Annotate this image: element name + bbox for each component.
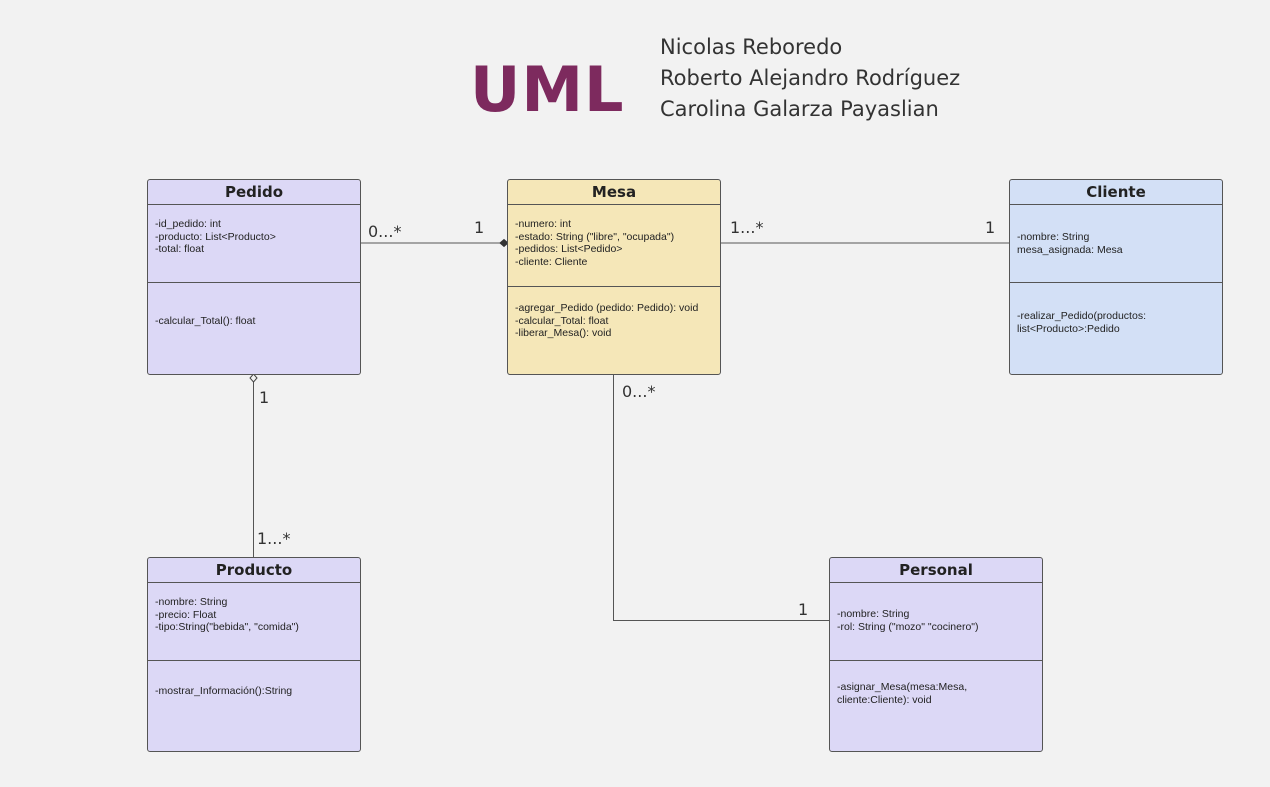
attribute: -tipo:String("bebida", "comida") [155,621,299,634]
attribute: mesa_asignada: Mesa [1017,243,1123,256]
method: -calcular_Total(): float [155,315,256,327]
attribute: -numero: int [515,218,572,230]
class-cliente[interactable]: Cliente -nombre: String mesa_asignada: M… [1009,179,1223,375]
class-pedido[interactable]: Pedido -id_pedido: int -producto: List<P… [147,179,361,375]
multiplicity-label: 1...* [730,218,764,237]
attributes-section: -nombre: String -rol: String ("mozo" "co… [830,583,1042,661]
methods-section: -asignar_Mesa(mesa:Mesa, cliente:Cliente… [830,661,1042,706]
attribute: -total: float [155,243,205,256]
class-name: Cliente [1010,180,1222,205]
attributes-section: -numero: int -estado: String ("libre", "… [508,205,720,287]
attribute: -nombre: String [1017,231,1090,243]
method: -calcular_Total: float [515,314,609,327]
multiplicity-label: 1 [985,218,996,237]
aggregation-diamond [249,373,258,383]
multiplicity-label: 0...* [622,382,656,401]
attribute: -nombre: String [837,608,910,620]
author-name: Roberto Alejandro Rodríguez [660,66,961,90]
method: cliente:Cliente): void [837,693,932,706]
attribute: -estado: String ("libre", "ocupada") [515,230,675,243]
methods-section: -calcular_Total(): float [148,283,360,328]
attributes-section: -nombre: String -precio: Float -tipo:Str… [148,583,360,661]
method: -asignar_Mesa(mesa:Mesa, [837,681,968,693]
method: -liberar_Mesa(): void [515,327,612,340]
attribute: -rol: String ("mozo" "cocinero") [837,620,979,633]
multiplicity-label: 1 [474,218,485,237]
attribute: -cliente: Cliente [515,255,588,268]
attributes-section: -nombre: String mesa_asignada: Mesa [1010,205,1222,283]
method: -mostrar_Información():String [155,685,293,697]
methods-section: -agregar_Pedido (pedido: Pedido): void -… [508,287,720,340]
class-producto[interactable]: Producto -nombre: String -precio: Float … [147,557,361,752]
method: -realizar_Pedido(productos: [1017,310,1146,322]
author-name: Nicolas Reboredo [660,35,843,59]
attribute: -precio: Float [155,608,217,621]
class-personal[interactable]: Personal -nombre: String -rol: String ("… [829,557,1043,752]
attribute: -nombre: String [155,596,228,608]
authors-list: Nicolas Reboredo Roberto Alejandro Rodrí… [660,32,960,125]
class-name: Producto [148,558,360,583]
attribute: -pedidos: List<Pedido> [515,243,623,256]
multiplicity-label: 1 [259,388,270,407]
class-name: Personal [830,558,1042,583]
class-name: Mesa [508,180,720,205]
attributes-section: -id_pedido: int -producto: List<Producto… [148,205,360,283]
attribute: -id_pedido: int [155,218,221,230]
multiplicity-label: 1...* [257,529,291,548]
diagram-title: UML [470,53,625,126]
class-name: Pedido [148,180,360,205]
multiplicity-label: 1 [798,600,809,619]
author-name: Carolina Galarza Payaslian [660,97,939,121]
methods-section: -realizar_Pedido(productos: list<Product… [1010,283,1222,335]
connector-mesa-personal [613,374,830,621]
methods-section: -mostrar_Información():String [148,661,360,698]
multiplicity-label: 0...* [368,222,402,241]
attribute: -producto: List<Producto> [155,230,276,243]
class-mesa[interactable]: Mesa -numero: int -estado: String ("libr… [507,179,721,375]
method: -agregar_Pedido (pedido: Pedido): void [515,302,699,314]
method: list<Producto>:Pedido [1017,322,1120,335]
